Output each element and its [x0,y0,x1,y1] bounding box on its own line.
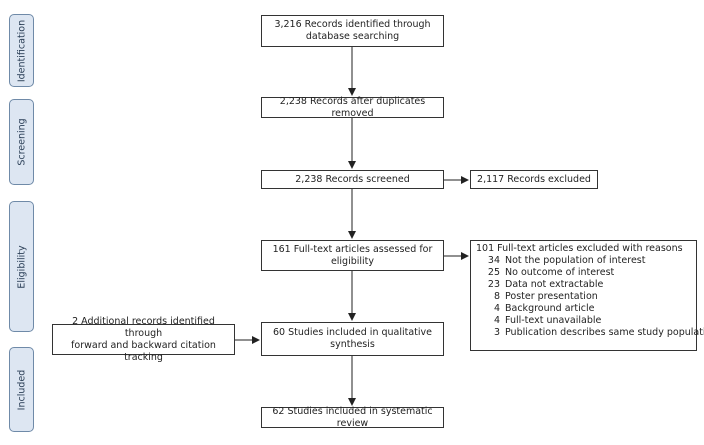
reason-count: 8 [493,291,500,302]
reason-label: No outcome of interest [505,267,615,278]
exclusion-title: 101 Full-text articles excluded with rea… [476,243,683,254]
exclusion-reason: 4 Background article [476,303,691,315]
exclusion-reason: 23 Data not extractable [476,279,691,291]
exclusion-reason: 34 Not the population of interest [476,255,691,267]
exclusion-reason: 8 Poster presentation [476,291,691,303]
reason-label: Full-text unavailable [505,315,602,326]
stage-included: Included [9,347,34,432]
box-records-excluded: 2,117 Records excluded [470,170,598,189]
reason-label: Publication describes same study populat… [505,327,704,338]
box-records-screened: 2,238 Records screened [261,170,444,189]
stage-identification: Identification [9,14,34,87]
exclusion-reason: 4 Full-text unavailable [476,315,691,327]
stage-eligibility: Eligibility [9,201,34,332]
reason-count: 4 [493,315,500,326]
reason-count: 34 [487,255,500,266]
exclusion-reason: 25 No outcome of interest [476,267,691,279]
box-qualitative-synthesis: 60 Studies included in qualitative synth… [261,322,444,356]
reason-label: Data not extractable [505,279,604,290]
reason-count: 4 [493,303,500,314]
box-fulltext-assessed: 161 Full-text articles assessed for elig… [261,240,444,271]
stage-screening: Screening [9,99,34,185]
reason-count: 23 [487,279,500,290]
reason-label: Background article [505,303,595,314]
box-records-after-duplicates: 2,238 Records after duplicates removed [261,96,444,119]
reason-count: 25 [487,267,500,278]
box-systematic-review: 62 Studies included in systematic review [261,406,444,429]
box-additional-records: 2 Additional records identified through … [52,316,235,363]
reason-count: 3 [493,327,500,338]
exclusion-reason: 3 Publication describes same study popul… [476,327,704,339]
reason-label: Not the population of interest [505,255,646,266]
box-fulltext-excluded: 101 Full-text articles excluded with rea… [470,240,704,351]
box-records-identified: 3,216 Records identified through databas… [261,15,444,47]
reason-label: Poster presentation [505,291,598,302]
